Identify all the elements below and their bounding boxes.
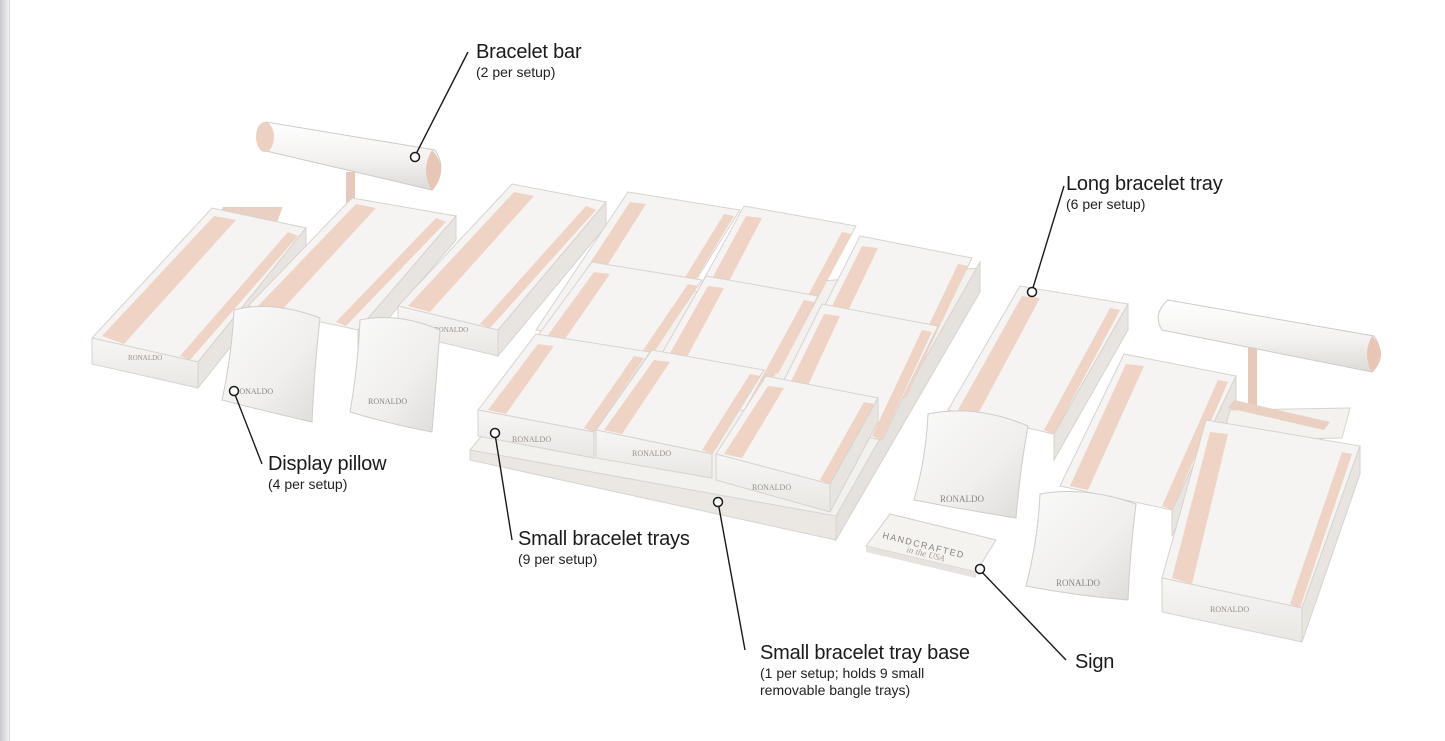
pillow-logo: RONALDO: [234, 387, 273, 396]
callout-subtitle: (4 per setup): [268, 476, 348, 492]
tray-logo: RONALDO: [128, 354, 162, 362]
callout-title: Sign: [1075, 651, 1115, 673]
callout-subtitle: (9 per setup): [518, 551, 598, 567]
callout-sign: Sign: [1075, 652, 1114, 672]
bracelet-bar-left: [217, 121, 442, 221]
callout-subtitle: (6 per setup): [1066, 196, 1146, 212]
display-pillow-left-2: RONALDO: [349, 317, 441, 433]
callout-small-trays: Small bracelet trays (9 per setup): [518, 529, 690, 566]
leader-lines: [233, 51, 1067, 661]
callout-title: Bracelet bar: [476, 41, 582, 63]
pillow-logo: RONALDO: [368, 397, 407, 406]
long-tray-left-3: [397, 183, 607, 358]
handcrafted-sign: HANDCRAFTED in the USA: [865, 513, 997, 578]
callout-bracelet-bar: Bracelet bar (2 per setup): [476, 41, 582, 80]
callout-dots: [228, 151, 1038, 575]
long-tray-right-3: [1161, 419, 1361, 643]
small-tray-grid: [477, 191, 973, 513]
window-left-edge: [0, 0, 10, 741]
tray-logo: RONALDO: [512, 435, 551, 444]
callout-long-tray: Long bracelet tray (6 per setup): [1066, 174, 1223, 211]
pillow-logo: RONALDO: [1056, 578, 1100, 588]
callout-subtitle-line1: (1 per setup; holds 9 small: [760, 665, 925, 681]
long-tray-left-2: [247, 197, 457, 356]
callout-display-pillow: Display pillow (4 per setup): [268, 453, 387, 492]
long-tray-right-1: [947, 285, 1129, 462]
pillow-logo: RONALDO: [940, 494, 984, 504]
callout-subtitle: (2 per setup): [476, 64, 556, 80]
tray-logo: RONALDO: [752, 483, 791, 492]
display-pillow-left-1: RONALDO: [221, 305, 321, 423]
tray-logo: RONALDO: [632, 449, 671, 458]
tray-logo: RONALDO: [1210, 605, 1249, 614]
display-pillow-right-2: RONALDO: [1025, 491, 1137, 601]
callout-tray-base: Small bracelet tray base (1 per setup; h…: [760, 643, 970, 697]
display-pillow-right-1: RONALDO: [913, 410, 1029, 519]
callout-subtitle-line2: removable bangle trays): [760, 682, 911, 698]
callout-title: Long bracelet tray: [1066, 173, 1223, 195]
callout-title: Small bracelet tray base: [760, 642, 970, 664]
callout-title: Small bracelet trays: [518, 528, 690, 550]
callout-title: Display pillow: [268, 453, 387, 475]
tray-logo: RONALDO: [434, 326, 468, 334]
